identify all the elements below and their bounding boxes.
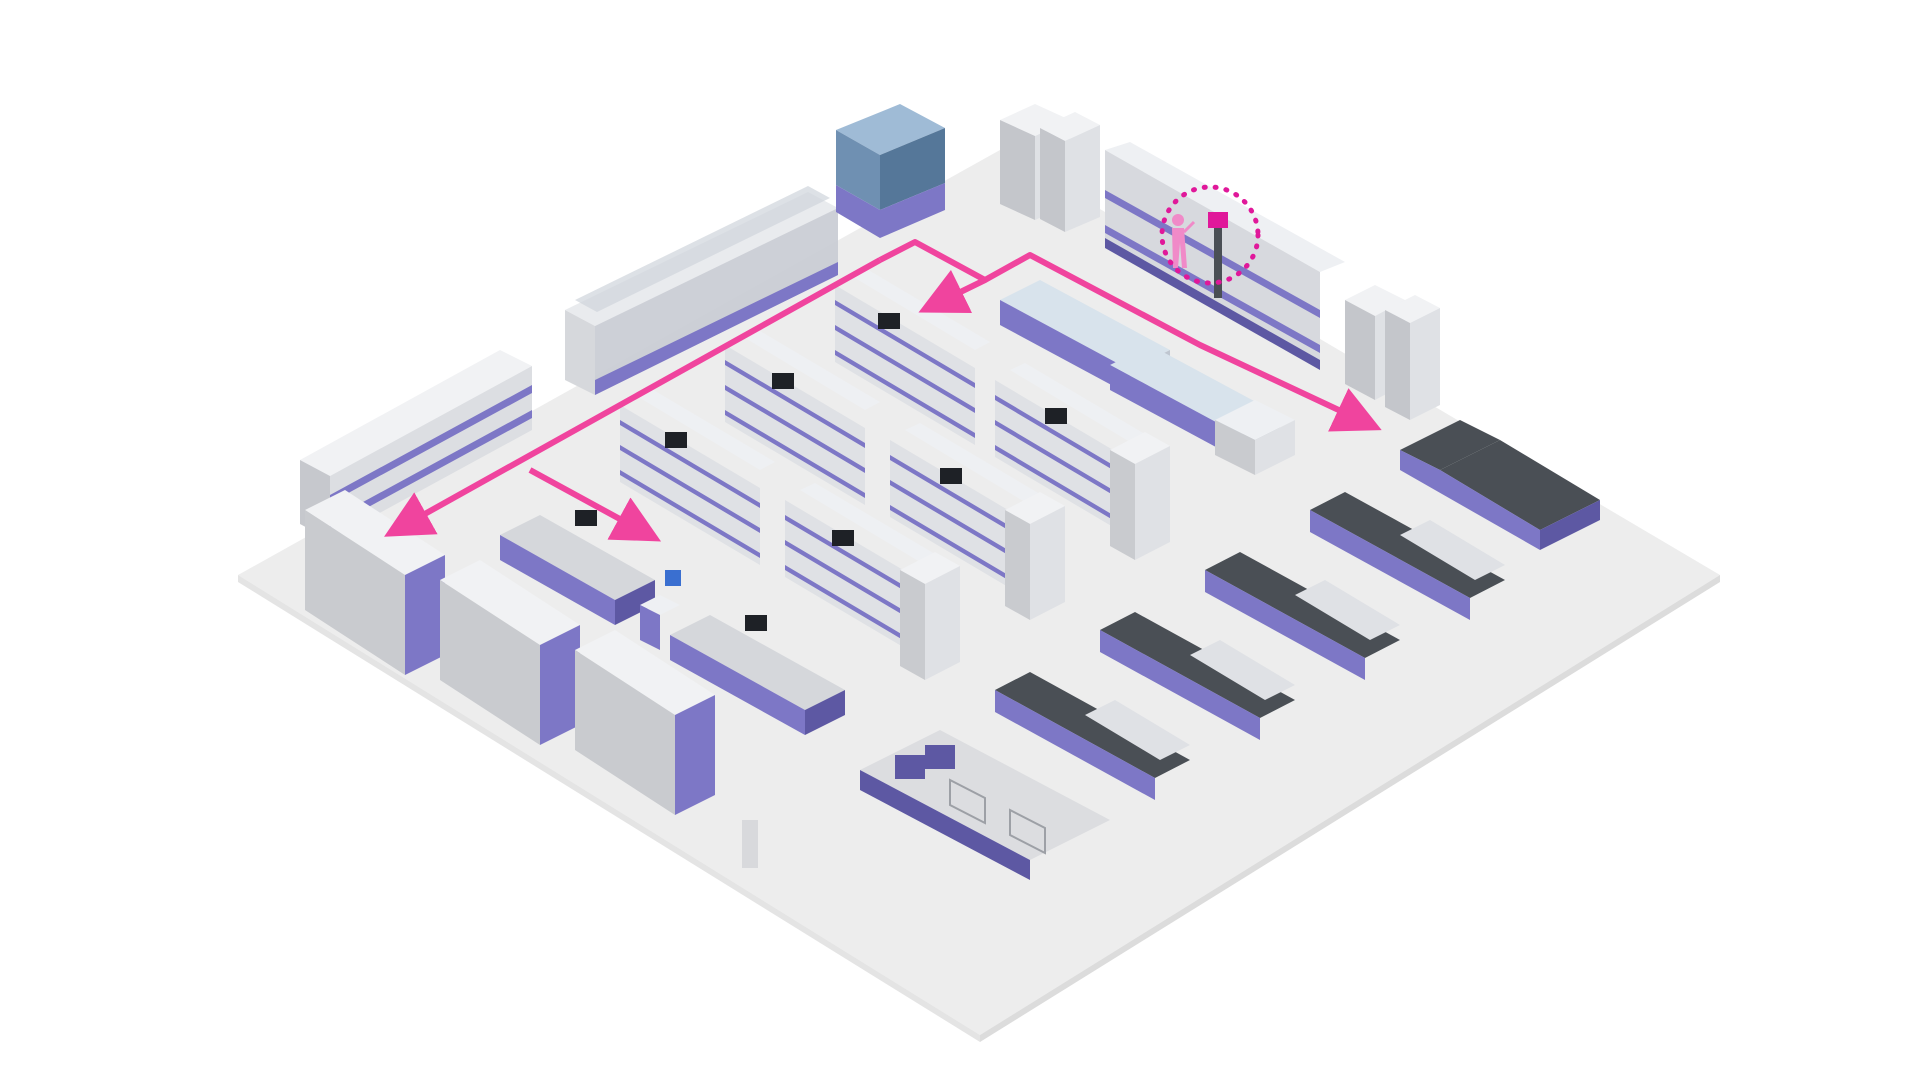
price-screen <box>878 313 900 329</box>
price-screen <box>745 615 767 631</box>
price-screen <box>772 373 794 389</box>
checkout-lane-3 <box>1205 552 1400 680</box>
store-floor-edge <box>238 575 980 1042</box>
gondola-aisle-5 <box>890 423 1065 620</box>
gondola-aisle-3 <box>835 268 990 445</box>
store-floor-edge-right <box>980 575 1720 1042</box>
upright-fridges-right <box>1345 285 1440 420</box>
shopping-cart-icon <box>949 778 1046 855</box>
shopping-basket-icon <box>895 745 955 779</box>
cart-corral <box>860 730 1110 880</box>
left-wall-modules <box>305 490 715 815</box>
gondola-aisle-6 <box>995 363 1170 560</box>
shopper-route <box>384 239 1382 542</box>
checkout-lane-1 <box>995 672 1190 800</box>
produce-display-left <box>500 510 655 625</box>
self-service-kiosk-icon <box>1208 212 1228 298</box>
info-pillar <box>742 820 758 868</box>
back-right-wall-shelving <box>1105 142 1345 370</box>
route-arrow-icon <box>384 257 882 537</box>
chest-freezer <box>1215 400 1295 475</box>
self-service-scale <box>640 570 681 650</box>
price-screen <box>665 432 687 448</box>
kiosk-highlight-ring <box>1159 184 1261 286</box>
gondola-aisle-2 <box>725 328 880 505</box>
glass-display-case <box>836 104 945 238</box>
route-arrow-icon <box>528 467 662 542</box>
price-screen <box>832 530 854 546</box>
route-arrow-icon <box>983 252 1382 432</box>
upright-fridges-back <box>1000 104 1100 232</box>
price-screen <box>940 468 962 484</box>
back-left-chiller-run <box>565 186 838 395</box>
service-counter <box>1400 420 1600 550</box>
gondola-aisle-4 <box>785 483 960 680</box>
produce-display-right <box>670 615 845 735</box>
left-wall-shelving <box>300 350 532 540</box>
checkout-lane-4 <box>1310 492 1505 620</box>
gondola-aisle-1 <box>620 388 775 565</box>
shopper-figure-icon <box>1172 214 1196 268</box>
route-arrow-icon <box>878 239 988 314</box>
checkout-lane-2 <box>1100 612 1295 740</box>
price-screen <box>575 510 597 526</box>
price-screen <box>1045 408 1067 424</box>
